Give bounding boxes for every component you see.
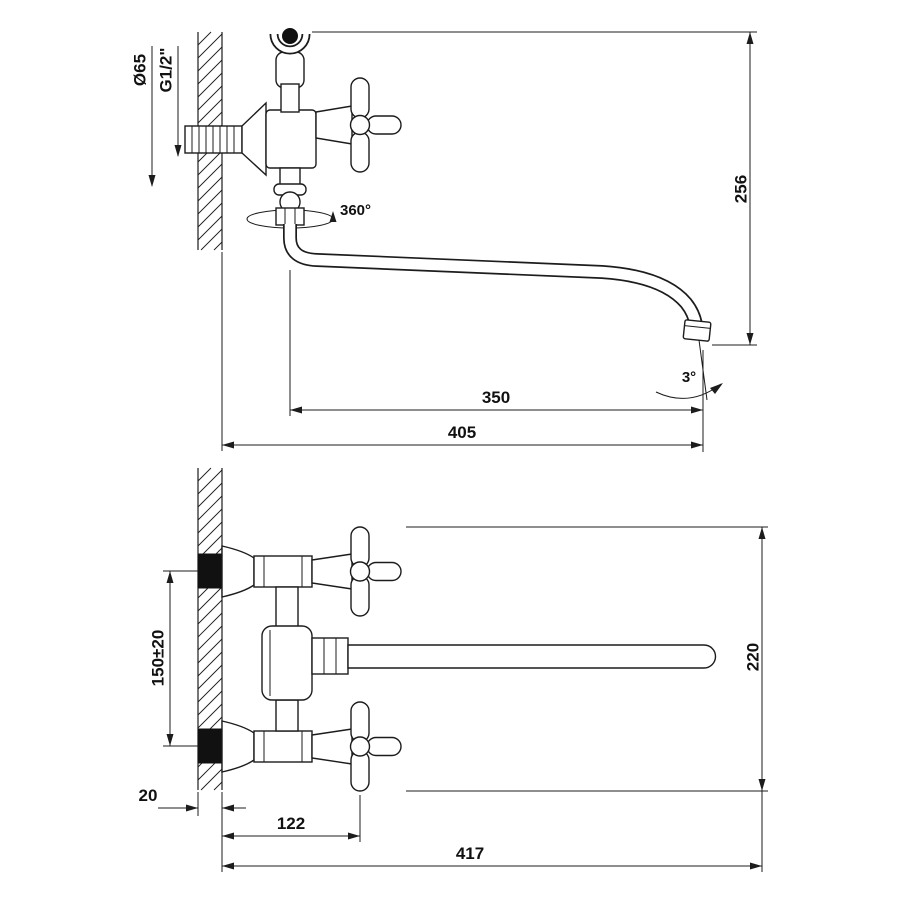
handle-prong-up: [350, 77, 370, 119]
rotation-arrowhead-icon: [329, 211, 337, 222]
handle-prong-down: [350, 575, 370, 617]
arrow-right-icon: [186, 804, 198, 812]
arrow-down-icon: [148, 175, 156, 187]
wall-anchor-top: [197, 553, 223, 589]
arrow-up-icon: [746, 32, 754, 44]
label-handle-offset: 122: [277, 814, 305, 833]
handle-prong-down: [350, 131, 370, 173]
label-flange-diameter: Ø65: [131, 54, 150, 86]
spout-angle-annotation: 3°: [655, 339, 723, 401]
dim-mounting-centers-150: 150±20: [149, 570, 198, 747]
dim-overall-length-417: 417: [222, 791, 763, 872]
dim-wall-thickness-20: 20: [139, 786, 246, 872]
label-overall-width: 220: [744, 643, 763, 671]
wall-hatching-side: [197, 31, 223, 251]
arrow-down-icon: [746, 333, 754, 345]
arrow-left-icon: [222, 804, 234, 812]
handle-hub: [349, 114, 371, 136]
swivel-nut: [275, 207, 305, 226]
arrow-down-icon: [174, 145, 182, 157]
swivel-annotation: 360°: [340, 202, 371, 219]
dim-reach-405: 405: [221, 252, 703, 451]
wall-anchor-bottom: [197, 728, 223, 764]
cross-handle-side: [315, 77, 402, 173]
handle-prong-up: [350, 701, 370, 743]
arrow-right-icon: [691, 406, 703, 414]
label-swivel-angle: 360°: [340, 202, 371, 219]
handle-stem: [311, 553, 353, 590]
diverter-neck: [280, 83, 300, 113]
arrow-down-icon: [758, 779, 766, 791]
dim-reach-350: 350: [289, 270, 704, 452]
valve-body: [265, 109, 317, 169]
faucet-side: [184, 28, 712, 342]
inlet-body-bottom: [253, 730, 313, 763]
label-wall-thickness: 20: [139, 786, 158, 805]
handle-hub: [349, 736, 371, 757]
handle-prong-right: [366, 736, 402, 757]
arrow-curved-icon: [710, 383, 723, 394]
diverter-knob: [275, 51, 305, 89]
label-spout-tilt: 3°: [682, 369, 696, 386]
label-overall-length: 417: [456, 844, 484, 863]
dim-flange-diameter: Ø65: [131, 46, 156, 187]
arrow-right-icon: [691, 441, 703, 449]
riser-bottom: [275, 699, 299, 732]
escutcheon-top: [221, 545, 255, 598]
handle-stem: [311, 728, 353, 765]
aerator: [682, 319, 712, 342]
dim-handle-offset-122: 122: [222, 795, 361, 842]
inlet-body-top: [253, 555, 313, 588]
cross-handle-bottom: [311, 701, 402, 792]
label-spout-reach: 350: [482, 388, 510, 407]
arrow-up-icon: [758, 527, 766, 539]
outlet-neck: [279, 167, 301, 186]
handle-prong-right: [366, 115, 402, 135]
arrow-up-icon: [166, 571, 174, 583]
label-mounting-centers: 150±20: [149, 630, 168, 687]
dimensions-plan: 150±20 220 20: [139, 526, 768, 872]
riser-top: [275, 586, 299, 629]
flange: [241, 101, 267, 177]
label-overall-reach: 405: [448, 423, 476, 442]
arrow-left-icon: [222, 832, 234, 840]
label-thread-size: G1/2": [157, 48, 176, 93]
dim-height-256: 256: [312, 31, 757, 346]
handle-prong-down: [350, 750, 370, 792]
handle-prong-up: [350, 526, 370, 568]
escutcheon-bottom: [221, 720, 255, 773]
arrow-left-icon: [222, 862, 234, 870]
arrow-left-icon: [222, 441, 234, 449]
dim-overall-width-220: 220: [406, 526, 768, 792]
label-height: 256: [732, 175, 751, 203]
faucet-plan: [197, 526, 717, 792]
arrow-right-icon: [750, 862, 762, 870]
shower-hook-ball: [282, 28, 298, 44]
arrow-down-icon: [166, 734, 174, 746]
arrow-right-icon: [348, 832, 360, 840]
plan-view: 150±20 220 20: [139, 467, 768, 872]
handle-stem: [315, 105, 353, 145]
handle-hub: [349, 561, 371, 582]
cross-handle-top: [311, 526, 402, 617]
dim-thread-size: G1/2": [157, 46, 182, 157]
dimensions-side: Ø65 G1/2" 360° 256: [131, 31, 757, 452]
spout-plan: [347, 644, 717, 669]
arrow-left-icon: [290, 406, 302, 414]
side-view: Ø65 G1/2" 360° 256: [131, 28, 757, 452]
handle-prong-right: [366, 561, 402, 582]
spout-nut: [311, 637, 349, 675]
